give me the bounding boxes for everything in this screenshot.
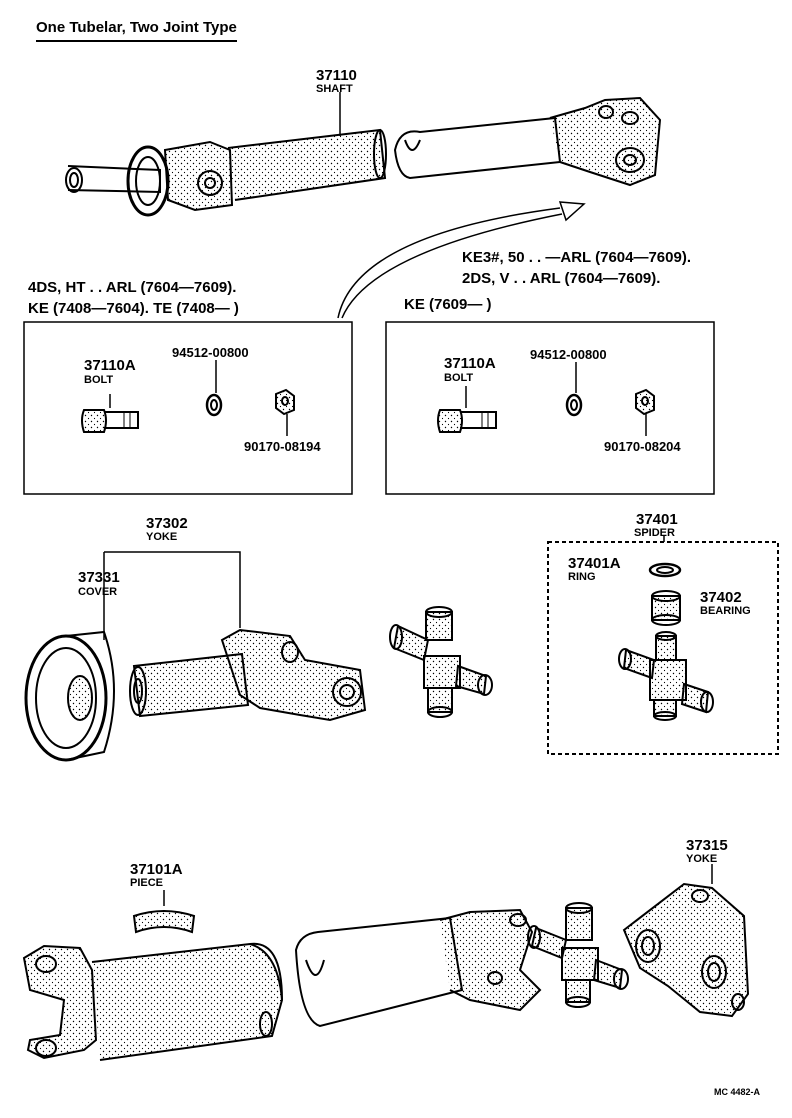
ring-name: RING bbox=[568, 571, 596, 583]
yoke-rear-name: YOKE bbox=[686, 853, 718, 865]
shaft-assembly-top bbox=[65, 92, 662, 217]
spider-name: SPIDER bbox=[634, 527, 675, 539]
bolt-left-name: BOLT bbox=[84, 374, 114, 386]
spider-kit-box bbox=[547, 541, 779, 755]
variant-box-right bbox=[385, 321, 715, 495]
nut-left-number: 90170-08194 bbox=[244, 439, 321, 454]
bolt-right-name: BOLT bbox=[444, 372, 474, 384]
spider-kit-cross bbox=[618, 631, 714, 721]
variant-box-left bbox=[23, 321, 353, 495]
bearing-number: 37402 bbox=[700, 589, 742, 606]
washer-left bbox=[205, 393, 223, 417]
bolt-right bbox=[437, 409, 497, 433]
yoke-front-number: 37302 bbox=[146, 515, 188, 532]
shaft-part-number: 37110 bbox=[316, 67, 357, 84]
washer-left-number: 94512-00800 bbox=[172, 345, 249, 360]
reference-arrow bbox=[337, 207, 561, 319]
rear-tube-section bbox=[294, 908, 542, 1028]
bolt-left bbox=[81, 409, 139, 433]
nut-left bbox=[275, 388, 295, 416]
rear-spider-cross bbox=[527, 902, 629, 1008]
bearing-name: BEARING bbox=[700, 605, 751, 617]
washer-right-number: 94512-00800 bbox=[530, 347, 607, 362]
piece-number: 37101A bbox=[130, 861, 183, 878]
nut-right-number: 90170-08204 bbox=[604, 439, 681, 454]
condition-right-line1: KE3#, 50 . . —ARL (7604—7609). bbox=[462, 249, 691, 266]
condition-left-line2: KE (7408—7604). TE (7408— ) bbox=[28, 300, 239, 317]
spider-cross bbox=[389, 606, 493, 718]
cover-part bbox=[24, 630, 115, 762]
yoke-front-part bbox=[129, 628, 367, 722]
cover-name: COVER bbox=[78, 586, 118, 598]
shaft-part-name: SHAFT bbox=[316, 83, 353, 95]
yoke-front-name: YOKE bbox=[146, 531, 178, 543]
washer-right bbox=[565, 393, 583, 417]
nut-right bbox=[635, 388, 655, 416]
rear-shaft-front-end bbox=[22, 942, 284, 1061]
ring-number: 37401A bbox=[568, 555, 621, 572]
bearing-part bbox=[651, 590, 681, 626]
rear-yoke-part bbox=[622, 882, 750, 1018]
diagram-title: One Tubelar, Two Joint Type bbox=[36, 20, 237, 42]
yoke-rear-number: 37315 bbox=[686, 837, 728, 854]
diagram-code: MC 4482-A bbox=[714, 1087, 761, 1097]
condition-right-line2: 2DS, V . . ARL (7604—7609). bbox=[462, 270, 661, 287]
piece-part bbox=[132, 910, 196, 934]
condition-right-line3: KE (7609— ) bbox=[404, 296, 492, 313]
cover-number: 37331 bbox=[78, 569, 120, 586]
bolt-left-number: 37110A bbox=[84, 357, 136, 374]
bolt-right-number: 37110A bbox=[444, 355, 496, 372]
ring-part bbox=[648, 562, 682, 578]
spider-number: 37401 bbox=[636, 511, 678, 528]
piece-name: PIECE bbox=[130, 877, 164, 889]
condition-left-line1: 4DS, HT . . ARL (7604—7609). bbox=[28, 279, 237, 296]
